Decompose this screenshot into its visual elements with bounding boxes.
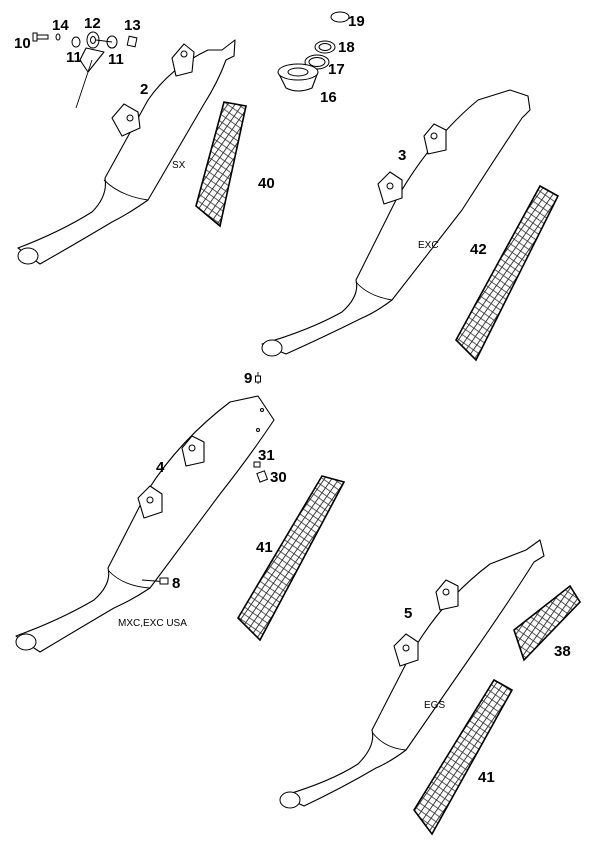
part-number-11-right: 11 bbox=[108, 51, 124, 68]
variant-label-sx: SX bbox=[172, 160, 186, 171]
mounting-tab bbox=[171, 43, 195, 77]
ring-18 bbox=[314, 40, 336, 54]
silencer-egs bbox=[279, 539, 545, 809]
insulation-pad-41-lower bbox=[413, 678, 514, 836]
silencer-sx bbox=[17, 39, 236, 265]
part-number-41-upper: 41 bbox=[256, 539, 273, 556]
screw-8 bbox=[159, 577, 169, 585]
screw-30-31 bbox=[253, 461, 269, 483]
washer-14 bbox=[55, 33, 61, 41]
mounting-tab bbox=[111, 103, 141, 137]
part-number-3: 3 bbox=[398, 147, 406, 164]
variant-label-egs: EGS bbox=[424, 700, 445, 711]
bolt-10 bbox=[32, 32, 49, 42]
part-number-40: 40 bbox=[258, 175, 275, 192]
part-number-4: 4 bbox=[156, 459, 165, 476]
clip-19 bbox=[330, 11, 350, 23]
part-number-19: 19 bbox=[348, 13, 365, 30]
part-number-14: 14 bbox=[52, 17, 69, 34]
insulation-pad-42 bbox=[455, 184, 560, 362]
part-number-13: 13 bbox=[124, 17, 141, 34]
part-number-2: 2 bbox=[140, 81, 148, 98]
insulation-pad-40 bbox=[195, 101, 247, 228]
part-number-11-left: 11 bbox=[66, 49, 82, 66]
part-number-12: 12 bbox=[84, 15, 101, 32]
mounting-hardware-group bbox=[32, 31, 138, 73]
part-number-17: 17 bbox=[328, 61, 345, 78]
part-number-9: 9 bbox=[244, 370, 252, 387]
part-number-41-lower: 41 bbox=[478, 769, 495, 786]
part-number-18: 18 bbox=[338, 39, 355, 56]
part-number-38: 38 bbox=[554, 643, 571, 660]
variant-label-mxc: MXC,EXC USA bbox=[118, 618, 187, 629]
variant-label-exc: EXC bbox=[418, 240, 439, 251]
part-number-10: 10 bbox=[14, 35, 31, 52]
silencer-exc bbox=[261, 89, 531, 357]
insulation-pad-38 bbox=[513, 584, 582, 662]
part-number-8: 8 bbox=[172, 575, 180, 592]
part-number-30: 30 bbox=[270, 469, 287, 486]
insulation-pad-41-upper bbox=[236, 475, 346, 642]
part-number-5: 5 bbox=[404, 605, 412, 622]
part-number-16: 16 bbox=[320, 89, 337, 106]
silencer-mxc-exc-usa bbox=[15, 395, 275, 653]
part-number-42: 42 bbox=[470, 241, 487, 258]
washer-11-left bbox=[71, 36, 81, 48]
screw-9 bbox=[255, 372, 261, 384]
seal-rings-group bbox=[277, 11, 350, 92]
cone-16 bbox=[277, 63, 319, 92]
bushing-12 bbox=[86, 31, 100, 49]
leader-lines bbox=[75, 59, 93, 109]
nut-13 bbox=[126, 35, 138, 48]
part-number-31: 31 bbox=[258, 447, 275, 464]
